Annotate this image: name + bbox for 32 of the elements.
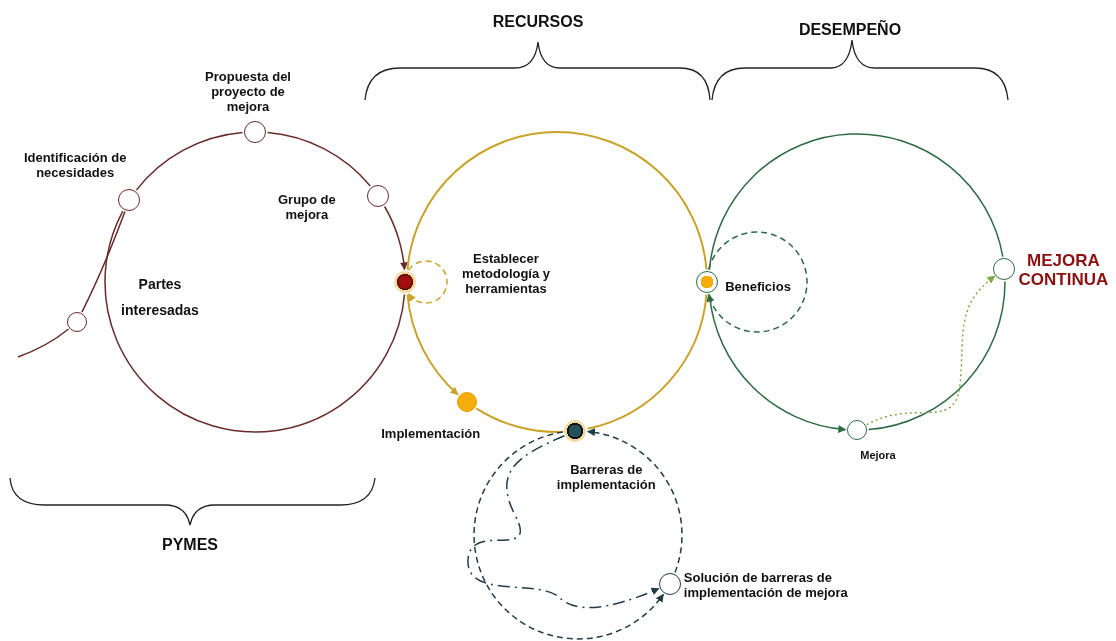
section-heading: DESEMPEÑO xyxy=(798,21,902,39)
node-label: Barreras de implementación xyxy=(555,461,657,492)
arrow xyxy=(587,428,683,574)
arrow xyxy=(473,431,665,640)
arrow xyxy=(707,231,808,333)
node-label: Identificación de necesidades xyxy=(22,150,128,181)
node-label: MEJORA CONTINUA xyxy=(1017,251,1110,290)
node-label: Propuesta del proyecto de mejora xyxy=(204,68,292,114)
circle-label: Partes interesadas xyxy=(120,275,200,320)
arrow xyxy=(407,260,448,304)
node-label: Mejora xyxy=(860,447,896,463)
node-label: Beneficios xyxy=(725,278,791,294)
section-heading: PYMES xyxy=(162,536,218,554)
connector-line xyxy=(81,210,126,313)
circle-node xyxy=(67,312,87,332)
connector-line xyxy=(104,210,406,433)
node-label: Solución de barreras de implementación de mejora xyxy=(683,569,849,600)
connector-line xyxy=(135,131,244,191)
connector-line xyxy=(708,133,1004,271)
connector-line xyxy=(586,293,708,430)
node-label: Grupo de mejora xyxy=(276,191,337,222)
connector-line xyxy=(266,131,372,187)
arrow xyxy=(467,434,660,609)
arrow xyxy=(383,205,408,271)
connector-line xyxy=(475,407,564,433)
connector-line xyxy=(406,131,708,271)
node-label: Implementación xyxy=(381,425,481,441)
section-heading: RECURSOS xyxy=(492,13,584,31)
arrow xyxy=(708,293,847,433)
arrow xyxy=(406,293,459,396)
node-label: Establecer metodología y herramientas xyxy=(460,250,552,296)
connector-line xyxy=(17,328,70,358)
